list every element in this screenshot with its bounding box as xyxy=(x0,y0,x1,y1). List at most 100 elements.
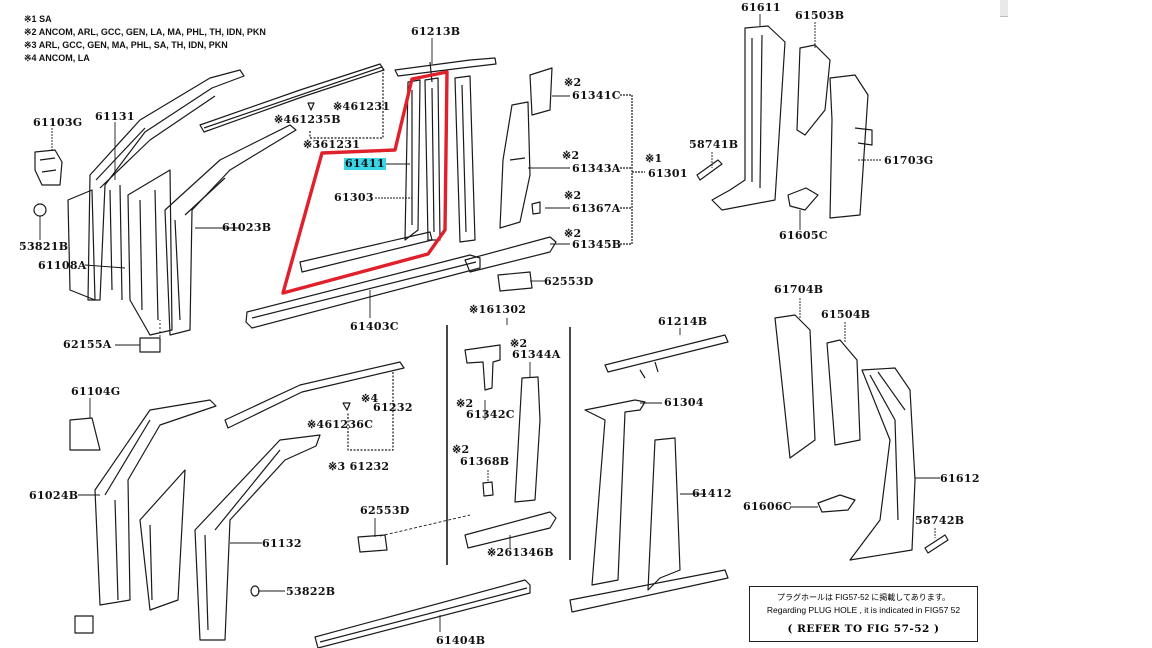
part-label-61236c[interactable]: ※461236C xyxy=(307,418,374,431)
part-61235b-clip xyxy=(307,102,315,111)
part-61103g-bracket xyxy=(34,149,63,186)
part-inner-pillar-lower xyxy=(139,469,186,611)
part-label-61342c[interactable]: 61342C xyxy=(466,408,515,421)
part-note-61345b: ※2 xyxy=(564,227,582,240)
part-label-61611[interactable]: 61611 xyxy=(741,1,781,14)
part-label-61303[interactable]: 61303 xyxy=(334,191,374,204)
part-label-61346b[interactable]: ※261346B xyxy=(487,546,554,559)
part-label-58741b[interactable]: 58741B xyxy=(689,138,739,151)
part-61236c-clip xyxy=(342,402,351,411)
part-label-61023b[interactable]: 61023B xyxy=(222,221,272,234)
part-62155a-block xyxy=(139,337,161,353)
part-label-61412[interactable]: 61412 xyxy=(692,487,732,500)
part-61108a-inner-pillar xyxy=(127,169,173,336)
part-label-61231-3[interactable]: ※361231 xyxy=(303,138,361,151)
part-label-61304[interactable]: 61304 xyxy=(664,396,704,409)
part-note-61341c: ※2 xyxy=(564,76,582,89)
part-61411-center-pillar xyxy=(404,75,476,243)
part-61214b xyxy=(604,334,729,379)
selection-outline xyxy=(281,70,449,295)
part-label-61605c[interactable]: 61605C xyxy=(779,229,828,242)
part-label-61606c[interactable]: 61606C xyxy=(743,500,792,513)
part-61024b-pillar xyxy=(94,399,217,606)
part-61611 xyxy=(711,25,786,211)
part-label-61235b[interactable]: ※461235B xyxy=(274,113,341,126)
part-label-61214b[interactable]: 61214B xyxy=(658,315,708,328)
part-roof-rail-lower xyxy=(224,361,405,429)
part-61344a xyxy=(514,376,541,503)
part-label-61411[interactable]: 61411 xyxy=(344,157,386,170)
part-label-61404b[interactable]: 61404B xyxy=(436,634,486,647)
leader-lines xyxy=(39,14,940,632)
part-label-61345b[interactable]: 61345B xyxy=(572,238,622,251)
part-label-61213b[interactable]: 61213B xyxy=(411,25,461,38)
note-2: ※2 ANCOM, ARL, GCC, GEN, LA, MA, PHL, TH… xyxy=(24,27,266,37)
part-label-61131[interactable]: 61131 xyxy=(95,110,135,123)
part-61612 xyxy=(849,367,916,561)
part-label-53822b[interactable]: 53822B xyxy=(286,585,336,598)
part-label-61704b[interactable]: 61704B xyxy=(774,283,824,296)
bracket-61232 xyxy=(347,372,394,451)
part-note-61301: ※1 xyxy=(645,152,663,165)
part-label-61132[interactable]: 61132 xyxy=(262,537,302,550)
part-label-61503b[interactable]: 61503B xyxy=(795,9,845,22)
part-61704b xyxy=(774,314,816,459)
part-label-61232-3[interactable]: ※3 61232 xyxy=(328,460,390,473)
reference-note-english: Regarding PLUG HOLE , it is indicated in… xyxy=(766,605,961,615)
part-61304 xyxy=(584,399,646,586)
part-label-61368b[interactable]: 61368B xyxy=(460,455,510,468)
part-53822b-grommet xyxy=(250,585,260,597)
part-label-62553d-bottom[interactable]: 62553D xyxy=(360,504,410,517)
reference-note-japanese: プラグホールは FIG57-52 に掲載してあります。 xyxy=(777,593,950,602)
part-61504b xyxy=(826,339,861,446)
part-label-58742b[interactable]: 58742B xyxy=(915,514,965,527)
part-label-61367a[interactable]: 61367A xyxy=(572,202,621,215)
part-61131-outer-pillar xyxy=(67,69,245,301)
part-61368b xyxy=(482,481,494,497)
part-label-61024b[interactable]: 61024B xyxy=(29,489,79,502)
part-note-61368b: ※2 xyxy=(452,443,470,456)
part-note-61232-4: ※4 xyxy=(361,392,379,405)
part-61341c xyxy=(529,67,553,116)
reference-link[interactable]: ( REFER TO FIG 57-52 ) xyxy=(787,623,940,635)
part-label-61504b[interactable]: 61504B xyxy=(821,308,871,321)
part-label-61344a[interactable]: 61344A xyxy=(512,348,561,361)
part-61345b xyxy=(464,236,557,273)
part-label-62155a[interactable]: 62155A xyxy=(63,338,112,351)
part-label-61104g[interactable]: 61104G xyxy=(71,385,121,398)
part-label-61341c[interactable]: 61341C xyxy=(572,89,621,102)
part-label-61103g[interactable]: 61103G xyxy=(33,116,83,129)
part-53821b-clip xyxy=(33,203,47,217)
part-label-61703g[interactable]: 61703G xyxy=(884,154,934,167)
part-label-61301[interactable]: 61301 xyxy=(648,167,688,180)
part-label-61108a[interactable]: 61108A xyxy=(38,259,87,272)
part-label-61302[interactable]: ※161302 xyxy=(469,303,527,316)
part-61403c-rocker xyxy=(245,231,481,329)
part-61104g xyxy=(69,417,101,451)
part-label-61232-4[interactable]: 61232 xyxy=(373,401,413,414)
part-label-53821b[interactable]: 53821B xyxy=(19,240,69,253)
reference-note-box: プラグホールは FIG57-52 に掲載してあります。 Regarding PL… xyxy=(749,586,978,642)
part-61412 xyxy=(647,437,681,591)
note-4: ※4 ANCOM, LA xyxy=(24,53,90,63)
part-61132-pillar xyxy=(194,434,321,641)
part-61346b xyxy=(464,511,557,549)
part-label-61343a[interactable]: 61343A xyxy=(572,162,621,175)
part-61343a xyxy=(499,101,531,229)
part-58741b xyxy=(696,159,723,181)
scrollbar-thumb[interactable] xyxy=(1000,0,1008,17)
part-note-61342c: ※2 xyxy=(456,397,474,410)
part-61503b xyxy=(796,44,831,136)
part-label-61403c[interactable]: 61403C xyxy=(350,320,399,333)
part-label-61231-4[interactable]: ※461231 xyxy=(333,100,391,113)
part-61367a-clip xyxy=(531,201,541,215)
part-note-61343a: ※2 xyxy=(562,149,580,162)
part-label-61612[interactable]: 61612 xyxy=(940,472,980,485)
note-1: ※1 SA xyxy=(24,14,52,24)
part-rocker-right xyxy=(569,569,729,613)
part-label-62553d-top[interactable]: 62553D xyxy=(544,275,594,288)
part-61023b-panel xyxy=(164,124,297,336)
part-note-61344a: ※2 xyxy=(510,337,528,350)
